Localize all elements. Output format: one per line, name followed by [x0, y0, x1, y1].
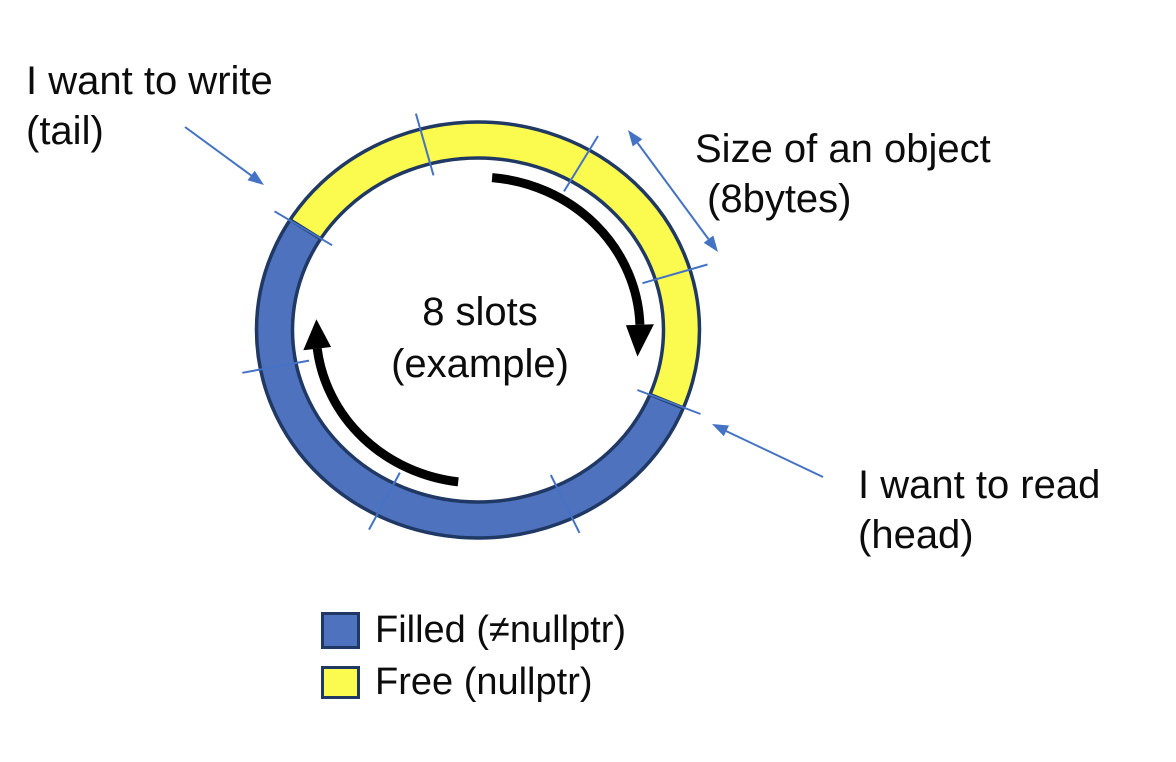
- ring-free-segment: [290, 121, 700, 409]
- read-label-line1: I want to read: [858, 463, 1101, 507]
- write-pointer-line: [184, 126, 257, 180]
- filled-legend-label: Filled (≠nullptr): [375, 609, 627, 651]
- write-label-line2: (tail): [26, 109, 104, 153]
- write-label-line1: I want to write: [26, 59, 273, 103]
- write-tail-label: I want to write (tail): [26, 56, 273, 156]
- object-size-arrow: [628, 130, 718, 252]
- slot-count-label: 8 slots (example): [330, 286, 630, 390]
- clockwise-arrow-right-arc: [491, 173, 645, 325]
- legend-item-filled: Filled (≠nullptr): [321, 609, 626, 651]
- write-pointer-arrow: [184, 126, 264, 185]
- legend-item-free: Free (nullptr): [321, 661, 626, 703]
- legend: Filled (≠nullptr) Free (nullptr): [321, 609, 626, 703]
- read-pointer-line: [725, 430, 824, 478]
- clockwise-arrow-right: [491, 173, 654, 357]
- object-size-line: [636, 142, 710, 240]
- center-label-line2: (example): [391, 342, 569, 386]
- slot-tick: [549, 474, 581, 534]
- slot-tick: [642, 263, 708, 285]
- size-label-line2: (8bytes): [707, 177, 852, 221]
- slot-ticks: [242, 113, 708, 534]
- clockwise-arrow-left-arc: [312, 348, 459, 487]
- write-pointer-head: [247, 170, 264, 185]
- ring-outer-outline: [254, 120, 702, 540]
- free-legend-label: Free (nullptr): [375, 661, 593, 703]
- slot-tick: [563, 135, 599, 192]
- slot-tick: [273, 210, 333, 247]
- size-label-line1: Size of an object: [695, 127, 991, 171]
- slot-tick: [242, 359, 310, 374]
- clockwise-arrow-right-head: [625, 324, 654, 357]
- clockwise-arrow-left-head: [303, 319, 332, 351]
- free-color-swatch: [321, 665, 360, 699]
- object-size-head-up: [628, 130, 643, 147]
- object-size-head-down: [703, 235, 718, 252]
- ring-inner-outline: [290, 156, 666, 504]
- read-pointer-head: [712, 424, 729, 437]
- center-label-line1: 8 slots: [422, 290, 538, 334]
- slot-tick: [414, 113, 435, 176]
- read-pointer-arrow: [712, 424, 824, 478]
- object-size-label: Size of an object (8bytes): [695, 124, 991, 224]
- slot-tick: [637, 389, 701, 415]
- clockwise-arrow-left: [303, 319, 459, 487]
- read-head-label: I want to read (head): [858, 460, 1100, 560]
- read-label-line2: (head): [858, 513, 974, 557]
- filled-color-swatch: [321, 611, 360, 649]
- slot-tick: [368, 472, 401, 531]
